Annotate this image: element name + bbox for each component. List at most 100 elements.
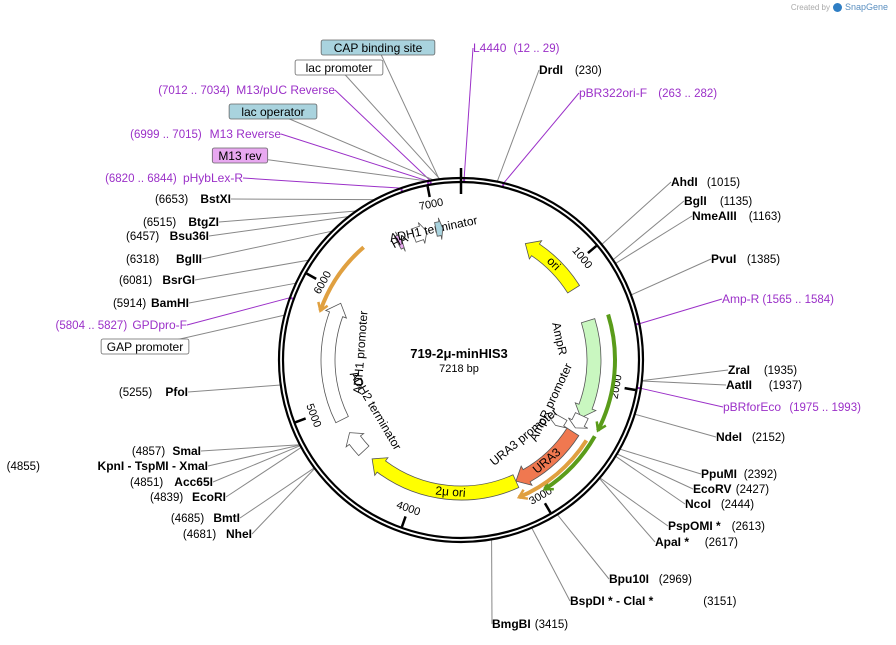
- site-label[interactable]: NmeAIII(1163): [692, 209, 781, 223]
- label-range: (5914): [113, 298, 146, 310]
- label-range: (1163): [749, 211, 782, 223]
- feature-ori[interactable]: [524, 240, 581, 294]
- leader-line: [188, 282, 297, 304]
- ruler-tick-label: 6000: [312, 269, 334, 296]
- site-label[interactable]: KpnI - TspMI - XmaI(4855): [7, 459, 208, 473]
- site-label[interactable]: M13 Reverse(6999 .. 7015): [130, 127, 281, 141]
- site-label[interactable]: SmaI(4857): [132, 444, 201, 458]
- label-range: (1385): [747, 254, 780, 266]
- feature-adh1-promoter[interactable]: [320, 302, 349, 424]
- site-label[interactable]: BglII (6318): [126, 252, 202, 266]
- label-range: (1015): [707, 177, 740, 189]
- feature-lac-cluster[interactable]: [434, 217, 444, 240]
- label-name: BamHI: [151, 296, 189, 310]
- site-label[interactable]: pBRforEco(1975 .. 1993): [723, 400, 861, 414]
- site-label[interactable]: Bsu36I(6457): [126, 229, 209, 243]
- label-range: (6318): [126, 254, 159, 266]
- leader-line: [619, 448, 702, 475]
- site-label[interactable]: GAP promoter: [100, 338, 190, 355]
- site-label[interactable]: Bpu10I(2969): [609, 572, 692, 586]
- site-label[interactable]: PspOMI *(2613): [668, 519, 765, 533]
- site-label[interactable]: NdeI (2152): [716, 430, 785, 444]
- site-label[interactable]: pHybLex-R(6820 .. 6844): [105, 171, 243, 185]
- leader-line: [556, 514, 610, 580]
- site-label[interactable]: M13 rev: [211, 147, 269, 164]
- site-label[interactable]: PvuI(1385): [711, 252, 780, 266]
- leader-line: [187, 384, 281, 393]
- site-label[interactable]: BstXI(6653): [155, 192, 231, 206]
- feature-label: ADH1 terminator: [388, 213, 478, 245]
- plasmid-name: 719-2μ-minHIS3: [410, 346, 508, 361]
- feature-ura3[interactable]: [515, 427, 580, 486]
- site-label[interactable]: PfoI(5255): [119, 385, 188, 399]
- site-label[interactable]: pBR322ori-F(263 .. 282): [579, 86, 717, 100]
- ruler-tick-label: 4000: [395, 499, 422, 518]
- site-label[interactable]: Acc65I(4851): [130, 475, 213, 489]
- site-label[interactable]: M13/pUC Reverse(7012 .. 7034): [158, 83, 335, 97]
- site-label[interactable]: ZraI(1935): [728, 363, 797, 377]
- label-range: (1937): [769, 380, 802, 392]
- leader-line: [251, 467, 316, 535]
- site-label[interactable]: Amp-R(1565 .. 1584): [722, 292, 834, 306]
- leader-line: [615, 215, 693, 264]
- site-label[interactable]: AatII(1937): [726, 378, 802, 392]
- label-name: BglII: [176, 252, 202, 266]
- label-range: (2392): [744, 469, 777, 481]
- feature-ha[interactable]: [394, 231, 406, 252]
- leader-line: [641, 380, 727, 386]
- feature-adh2-terminator[interactable]: [345, 432, 370, 457]
- ruler-tick: [400, 516, 407, 528]
- leader-line: [186, 297, 291, 326]
- site-label[interactable]: BspDI * - ClaI *(3151): [570, 594, 737, 608]
- feature-ura3-promoter[interactable]: [548, 412, 568, 429]
- site-label[interactable]: EcoRI(4839): [150, 490, 226, 504]
- site-label[interactable]: AhdI(1015): [671, 175, 740, 189]
- site-label[interactable]: BamHI (5914): [113, 296, 189, 310]
- site-label[interactable]: BmtI(4685): [171, 511, 240, 525]
- leader-line: [334, 89, 431, 181]
- site-label[interactable]: CAP binding site: [320, 39, 436, 56]
- label-name: DrdI: [539, 63, 563, 77]
- label-name: BglI: [684, 194, 707, 208]
- site-label[interactable]: PpuMI(2392): [701, 467, 777, 481]
- backbone-inner-ring: [281, 180, 641, 540]
- label-name: NcoI: [685, 497, 711, 511]
- site-label[interactable]: EcoRV(2427): [693, 482, 769, 496]
- label-name: NheI: [226, 527, 252, 541]
- site-label[interactable]: lac operator: [228, 103, 318, 120]
- site-label[interactable]: NheI(4681): [183, 527, 252, 541]
- site-label[interactable]: BglI(1135): [684, 194, 752, 208]
- feature-ampr-promoter[interactable]: [568, 412, 589, 429]
- label-name: NdeI: [716, 430, 742, 444]
- site-label[interactable]: L4440(12 .. 29): [473, 41, 560, 55]
- leader-line: [639, 298, 723, 325]
- site-label[interactable]: lac promoter: [294, 59, 384, 76]
- label-name: BmtI: [213, 511, 240, 525]
- feature-label: AmpR: [549, 321, 570, 357]
- leader-line: [280, 133, 428, 182]
- site-label[interactable]: BtgZI(6515): [143, 215, 219, 229]
- label-range: (6457): [126, 231, 159, 243]
- site-label[interactable]: NcoI(2444): [685, 497, 754, 511]
- label-range: (6081): [119, 275, 152, 287]
- label-box: [100, 338, 190, 355]
- label-range: (2152): [752, 432, 785, 444]
- ruler-tick: [543, 502, 552, 514]
- site-label[interactable]: BmgBI(3415): [492, 617, 568, 631]
- site-label[interactable]: ApaI *(2617): [655, 535, 738, 549]
- site-label[interactable]: GPDpro-F(5804 .. 5827): [56, 318, 187, 332]
- label-range: (2427): [736, 484, 769, 496]
- ruler-tick-label: 7000: [418, 197, 444, 213]
- leader-line: [640, 387, 724, 408]
- feature-label: ADH1 promoter: [350, 310, 370, 394]
- label-range: (6653): [155, 194, 188, 206]
- site-label[interactable]: BsrGI(6081): [119, 273, 195, 287]
- feature-ampr[interactable]: [574, 318, 602, 419]
- feature-adh1-terminator[interactable]: [410, 222, 428, 244]
- leader-line: [496, 69, 540, 182]
- feature-2-ori[interactable]: [371, 457, 520, 501]
- leader-line: [463, 47, 474, 179]
- site-label[interactable]: DrdI(230): [539, 63, 602, 77]
